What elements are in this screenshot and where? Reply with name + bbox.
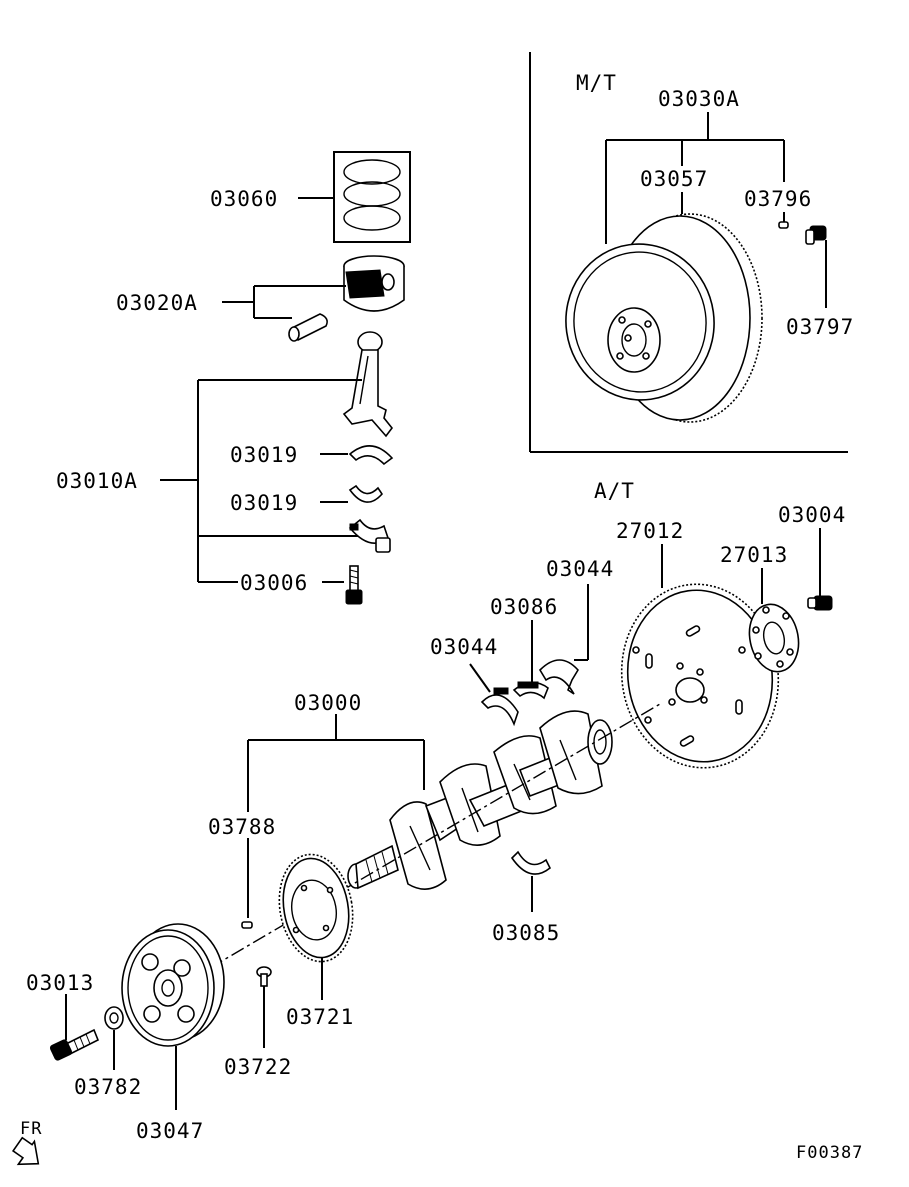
mt-flywheel [565, 213, 763, 423]
crank-sensor-plate [278, 853, 354, 963]
label-03782: 03782 [74, 1075, 142, 1099]
label-03057: 03057 [640, 167, 708, 191]
piston-ring-set [333, 151, 411, 243]
mt-section-frame [529, 52, 848, 453]
label-03044-upper: 03044 [546, 557, 614, 581]
front-direction-arrow-icon [11, 1136, 40, 1166]
at-section-label: A/T [594, 479, 635, 503]
bolt-03004 [807, 528, 833, 611]
label-03013: 03013 [26, 971, 94, 995]
rod-bearing-upper [348, 445, 394, 466]
thrust-bearing-lower [480, 687, 519, 727]
label-03797: 03797 [786, 315, 854, 339]
label-03722: 03722 [224, 1055, 292, 1079]
crankshaft-axis-line [209, 703, 661, 969]
screw-03722 [256, 966, 272, 1048]
rod-cap [348, 518, 391, 553]
dowel-pin-03796 [778, 221, 789, 229]
label-03000: 03000 [294, 691, 362, 715]
rod-bolt-03006 [345, 565, 363, 605]
crankshaft [347, 710, 613, 890]
label-03721: 03721 [286, 1005, 354, 1029]
label-03030A: 03030A [658, 87, 740, 111]
pulley-bolt-03013 [49, 994, 100, 1061]
washer-03782 [104, 1006, 124, 1070]
bolt-03797 [805, 225, 827, 308]
leader-03030A [605, 112, 785, 244]
label-03796: 03796 [744, 187, 812, 211]
label-03060: 03060 [210, 187, 278, 211]
leader-03010A [160, 379, 362, 583]
thrust-bearing-upper [538, 659, 579, 695]
rod-bearing-lower [348, 484, 384, 503]
mt-section-label: M/T [576, 71, 617, 95]
label-03020A: 03020A [116, 291, 198, 315]
label-03788: 03788 [208, 815, 276, 839]
label-03004: 03004 [778, 503, 846, 527]
connecting-rod [342, 331, 394, 438]
label-03006: 03006 [240, 571, 308, 595]
label-03010A: 03010A [56, 469, 138, 493]
label-03085: 03085 [492, 921, 560, 945]
main-bearing-03085 [510, 850, 552, 875]
label-03086: 03086 [490, 595, 558, 619]
front-direction-label: FR [20, 1119, 42, 1139]
main-bearing-03086 [512, 681, 549, 700]
leader-03020A [222, 285, 346, 319]
label-03019-upper: 03019 [230, 443, 298, 467]
key-03788 [241, 838, 253, 929]
label-03019-lower: 03019 [230, 491, 298, 515]
crankshaft-pulley [121, 923, 225, 1047]
piston-pin [288, 313, 328, 342]
label-27013: 27013 [720, 543, 788, 567]
adapter-plate [748, 603, 800, 673]
label-03047: 03047 [136, 1119, 204, 1143]
label-27012: 27012 [616, 519, 684, 543]
label-03044-lower: 03044 [430, 635, 498, 659]
leader-03000 [247, 714, 425, 812]
figure-code: F00387 [796, 1143, 863, 1163]
piston [343, 255, 405, 312]
drive-plate [620, 583, 780, 769]
leaders-bearings [469, 584, 589, 693]
